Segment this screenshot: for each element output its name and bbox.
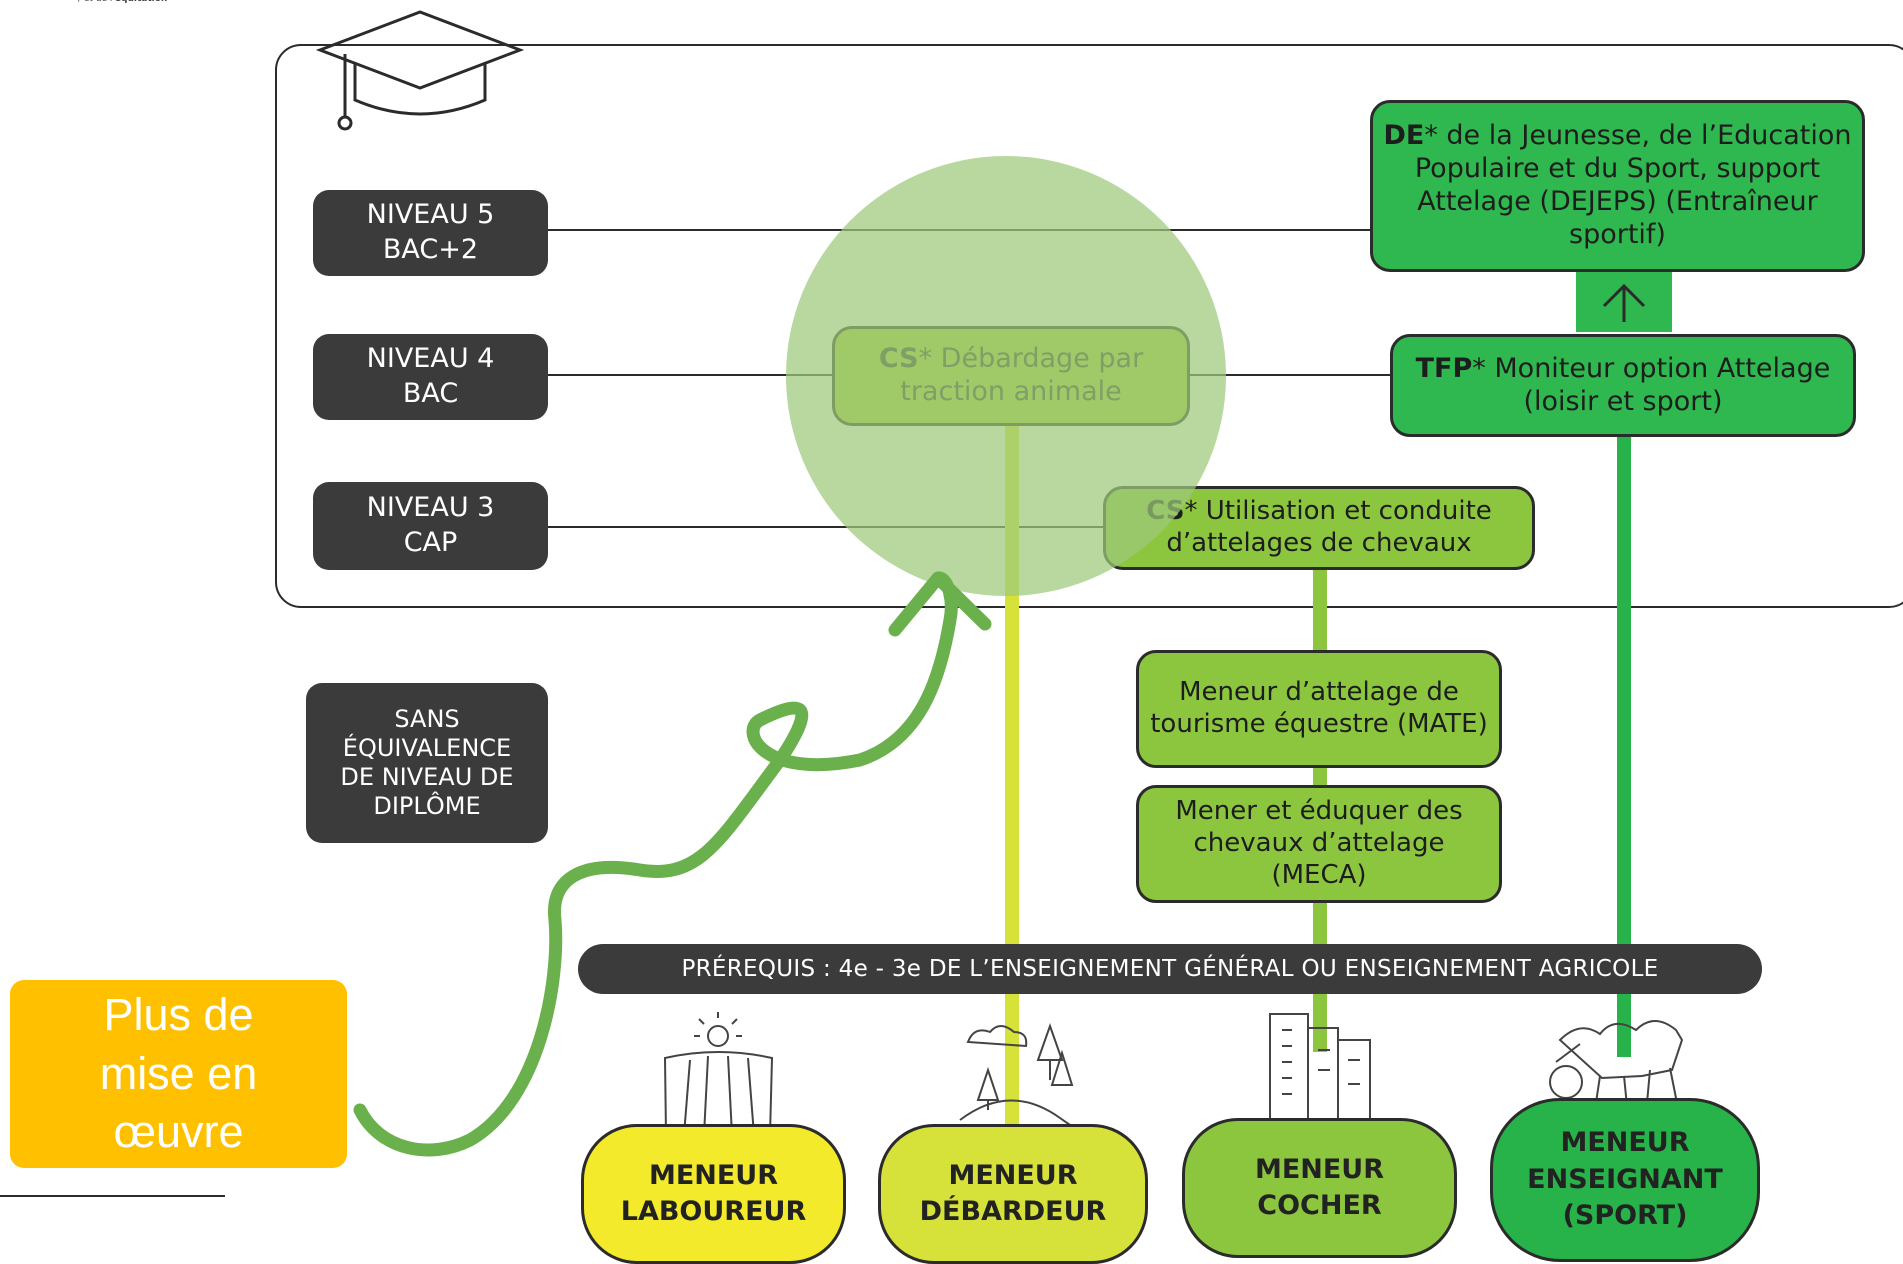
profile-cocher: MENEUR COCHER <box>1182 1118 1457 1258</box>
tfp-box: TFP* Moniteur option Attelage (loisir et… <box>1390 334 1856 437</box>
graduation-cap-icon <box>315 10 525 131</box>
profile-debardeur: MENEUR DÉBARDEUR <box>878 1124 1148 1264</box>
level-3-box: NIVEAU 3 CAP <box>313 482 548 570</box>
diploma-levels-frame <box>275 44 1903 608</box>
mate-box: Meneur d’attelage de tourisme équestre (… <box>1136 650 1502 768</box>
tfp-text: * Moniteur option Attelage (loisir et sp… <box>1472 352 1831 417</box>
field-sun-icon <box>663 1012 774 1136</box>
level-4-box: NIVEAU 4 BAC <box>313 334 548 420</box>
header-fragment: / et de l'équitation <box>78 0 167 4</box>
dejeps-box: DE* de la Jeunesse, de l’Education Popul… <box>1370 100 1865 272</box>
meca-text: Mener et éduquer des chevaux d’attelage … <box>1175 796 1463 890</box>
city-buildings-icon <box>1269 1013 1371 1125</box>
mate-text: Meneur d’attelage de tourisme équestre (… <box>1150 677 1488 739</box>
profile-enseignant: MENEUR ENSEIGNANT (SPORT) <box>1490 1098 1760 1262</box>
dejeps-abbr: DE <box>1383 120 1425 152</box>
tfp-abbr: TFP <box>1415 352 1473 384</box>
level-5-box: NIVEAU 5 BAC+2 <box>313 190 548 276</box>
meca-box: Mener et éduquer des chevaux d’attelage … <box>1136 785 1502 903</box>
forest-icon <box>959 1022 1074 1126</box>
dejeps-text: * de la Jeunesse, de l’Education Populai… <box>1414 120 1852 250</box>
note-more-implementation: Plus de mise en œuvre <box>10 980 347 1168</box>
profile-laboureur: MENEUR LABOUREUR <box>581 1124 846 1264</box>
